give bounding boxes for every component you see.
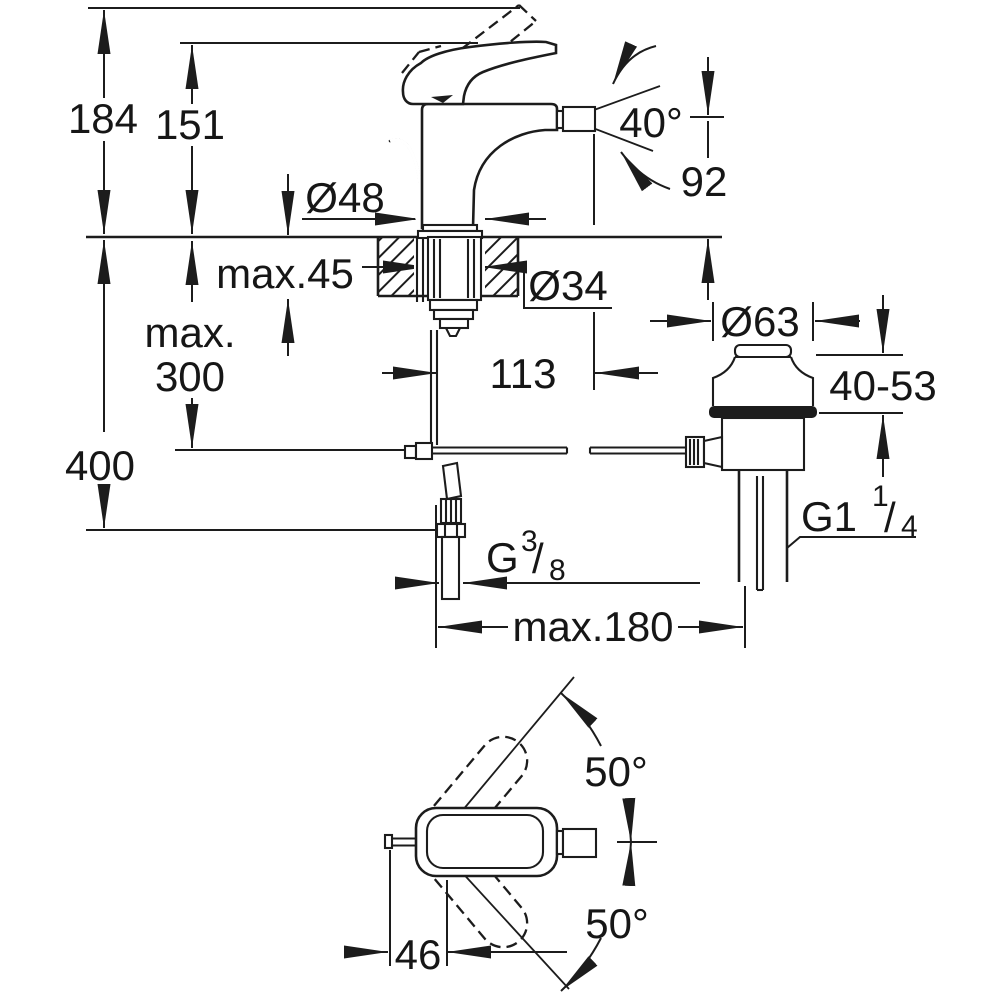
dim-clamp-range-label: 40-53: [829, 362, 936, 409]
dim-spout-angle-label: 40°: [619, 99, 683, 146]
supply-thread-numerator: 3: [521, 525, 538, 558]
dim-waste-flange-diameter: [650, 302, 860, 341]
dim-rod-offset: [344, 850, 567, 966]
dim-swing-lower-label: 50°: [585, 900, 649, 947]
threaded-shank: [426, 235, 483, 338]
supply-thread-denominator: 8: [549, 554, 566, 587]
dim-92-label: 92: [681, 158, 728, 205]
supply-thread-prefix: G: [486, 534, 519, 581]
waste-thread-prefix: G1: [801, 493, 857, 540]
dim-hole-diameter-label: Ø34: [528, 262, 607, 309]
supply-thread-slash: /: [532, 535, 544, 582]
waste-flange: [711, 356, 815, 406]
lever-handle: [401, 40, 558, 106]
dim-400-label: 400: [65, 442, 135, 489]
bidet-faucet: [388, 4, 686, 601]
body-inner-top: [425, 813, 545, 870]
pop-up-rod-inner: [389, 138, 422, 233]
waste-thread-denominator: 4: [901, 510, 918, 543]
swing-angle-construction: [446, 676, 657, 992]
faucet-body: [420, 102, 559, 230]
supply-thread-label: G 3 / 8: [486, 525, 566, 587]
dim-base-diameter-label: Ø48: [305, 174, 384, 221]
dim-113-label: 113: [490, 350, 557, 397]
dim-46-label: 46: [395, 931, 442, 978]
rod-tip-top: [383, 833, 394, 850]
aerator-block: [561, 105, 597, 133]
dim-deck-thickness-label: max.45: [216, 250, 354, 297]
dim-184-label: 184: [68, 95, 138, 142]
dim-waste-flange-label: Ø63: [720, 298, 799, 345]
waste-seal: [709, 406, 817, 418]
dim-151-label: 151: [155, 101, 225, 148]
waste-thread-numerator: 1: [872, 480, 889, 513]
waste-knob: [684, 435, 724, 469]
pull-rod-linkage: [403, 330, 686, 461]
pop-up-waste-assembly: [684, 343, 817, 592]
dim-spout-height: [690, 57, 724, 300]
dim-spout-projection: [382, 134, 658, 390]
top-view-drawing: 50° 50° 46: [344, 676, 657, 992]
faucet-top-view: [383, 806, 598, 878]
waste-thread-slash: /: [884, 494, 896, 541]
side-view-drawing: 184 151 400 max. 300 max.45 Ø48 Ø34 40° …: [65, 4, 937, 650]
waste-thread-leader: [786, 536, 916, 549]
supply-pipe: [435, 461, 467, 601]
waste-thread-label: G1 1 / 4: [801, 480, 918, 543]
waste-body: [720, 416, 806, 472]
dim-swing-upper-label: 50°: [584, 748, 648, 795]
waste-cap: [733, 343, 793, 359]
waste-tailpipe: [734, 468, 792, 592]
dim-max300-prefix: max.: [144, 309, 235, 356]
handle-gap-shadow: [431, 95, 453, 103]
dim-max300-value: 300: [155, 353, 225, 400]
reference-lines: [86, 7, 520, 531]
aerator-top: [561, 827, 598, 859]
dim-max180-label: max.180: [512, 603, 673, 650]
dim-waste-clamp-range: [816, 295, 903, 477]
